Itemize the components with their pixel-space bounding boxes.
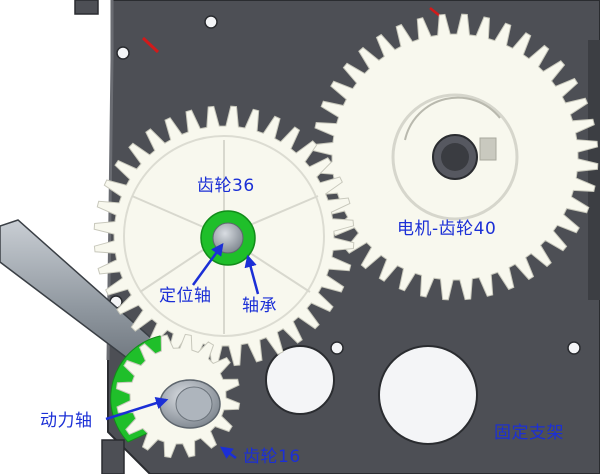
bearing-arrow [244,254,260,295]
bracket-bottom-tab [101,439,125,474]
bracket-red-edge [141,36,160,54]
gear-16-label: 齿轮16 [243,447,301,467]
power-shaft-label: 动力轴 [40,411,93,431]
bracket-hole-small-5 [567,341,581,355]
motor-shaft-bore-inner [441,143,469,171]
pin-shaft-label: 定位轴 [159,286,212,306]
bracket-top-notch [74,0,99,15]
bearing-label: 轴承 [242,296,277,316]
motor-gear-40-hub-ring [391,93,519,221]
gear-16-arrow [219,446,237,460]
motor-gear-40-hub-recess [404,96,501,141]
bracket-hole-large-2 [378,345,478,445]
pin-shaft [212,222,244,254]
gear-36 [93,105,355,367]
bracket-edge-highlight [106,0,114,361]
motor-gear-40 [311,13,599,301]
pin-shaft-arrow [191,242,224,286]
power-shaft-arrow [105,397,169,421]
bracket-hole-small-2 [116,46,130,60]
bracket-label: 固定支架 [494,423,564,443]
bracket-hole-small-4 [330,341,344,355]
callout-arrows [105,242,260,460]
gear-36-label: 齿轮36 [197,176,255,196]
power-shaft-end-face [175,386,213,422]
bracket-holes [109,15,600,445]
motor-gear-label: 电机-齿轮40 [397,219,497,239]
gear-16 [110,333,241,459]
bracket-hole-small-1 [204,15,218,29]
gear-36-web-ring [123,135,325,337]
bracket-hole-large-1 [265,345,335,415]
motor-gear-40-keyway [479,137,497,161]
